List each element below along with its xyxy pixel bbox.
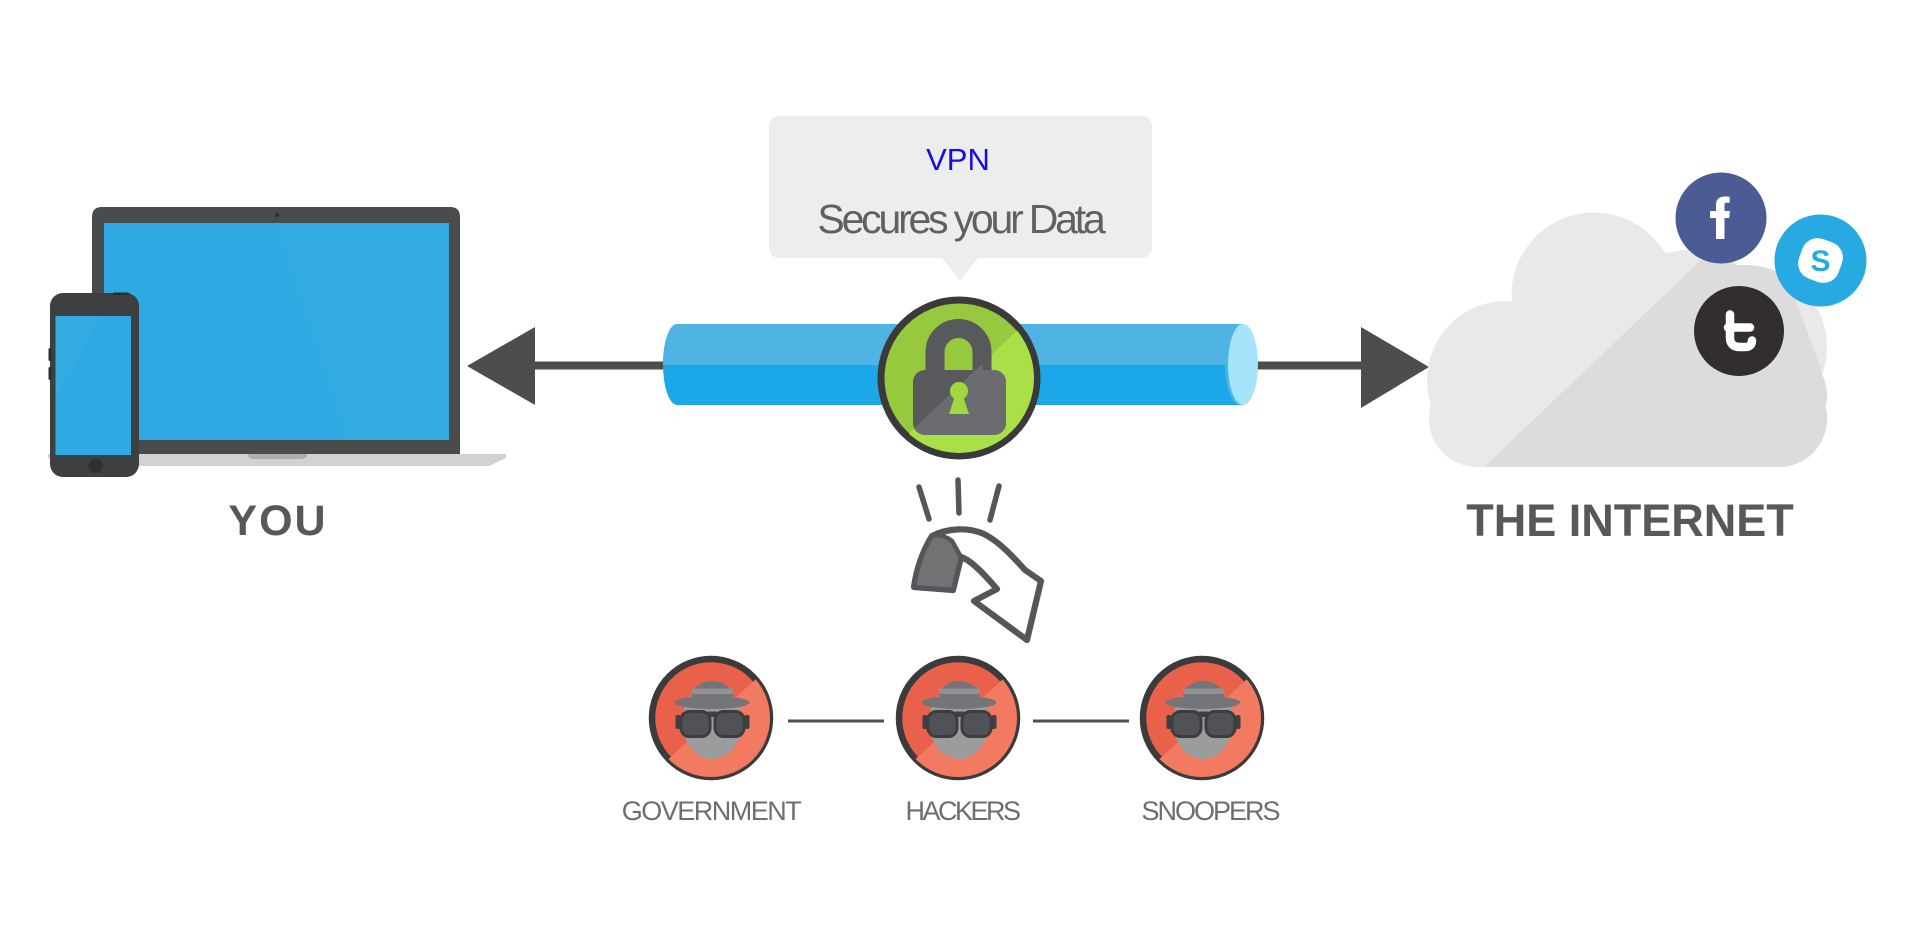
svg-text:Secures your Data: Secures your Data	[817, 196, 1106, 242]
svg-text:VPN: VPN	[926, 142, 990, 177]
svg-text:GOVERNMENT: GOVERNMENT	[622, 796, 802, 826]
svg-text:YOU: YOU	[228, 497, 327, 545]
svg-text:SNOOPERS: SNOOPERS	[1141, 796, 1279, 826]
svg-text:THE INTERNET: THE INTERNET	[1466, 495, 1794, 546]
svg-text:HACKERS: HACKERS	[905, 796, 1020, 826]
svg-text:S: S	[1810, 245, 1830, 278]
